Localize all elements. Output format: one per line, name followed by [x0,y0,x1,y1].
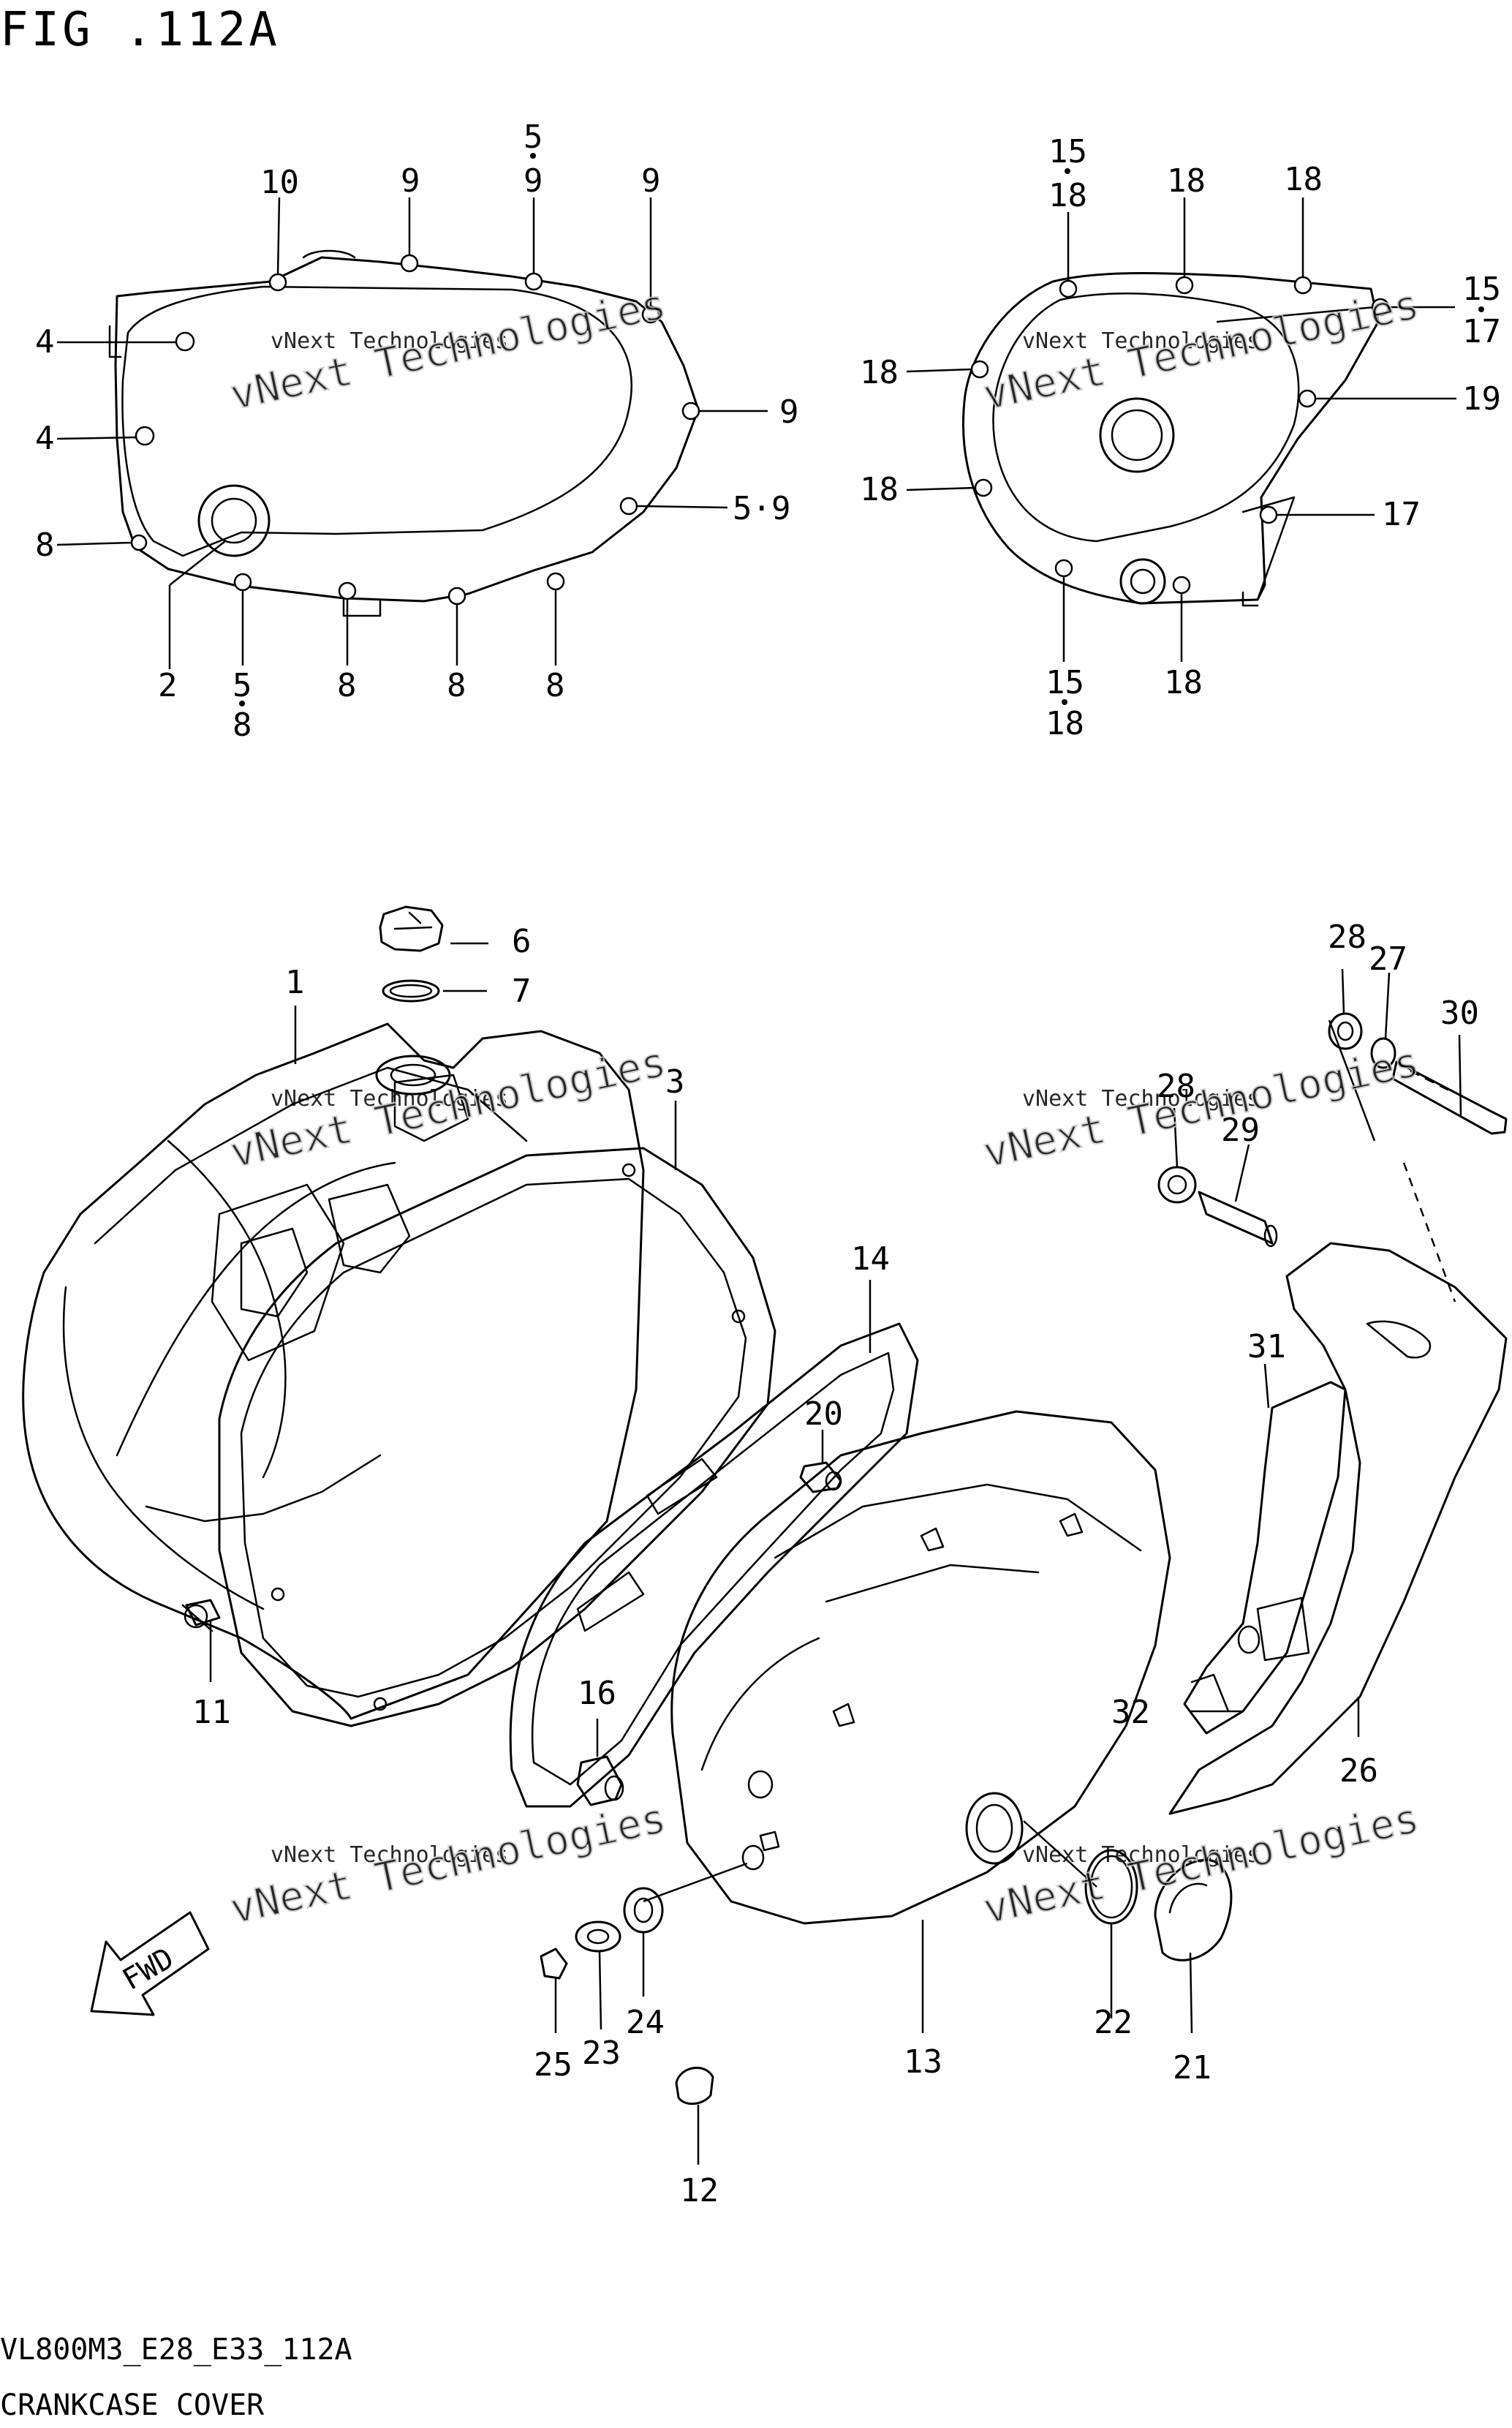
clutch-cover-13 [670,1410,1171,1925]
figure-code: VL800M3_E28_E33_112A [0,2333,352,2367]
oil-filler-cap [379,905,444,1003]
dowel-pins [185,1461,842,1806]
callout-label: 4 [35,323,55,361]
callout-label: 11 [192,1694,231,1731]
callout-label: 28 [1328,919,1367,956]
callout-label: 18 [1046,705,1084,742]
callout-label: 32 [1111,1694,1150,1731]
callout-label: 14 [851,1240,890,1278]
fwd-arrow-icon: FWD [90,1911,210,2016]
top-right-callouts: 15 18 18 18 15 17 18 19 18 17 15 18 18 [860,133,1501,742]
small-fasteners [540,1887,714,2105]
watermark-text: vNext Technologies [271,1086,508,1112]
callout-label: 17 [1382,496,1421,533]
callout-label: 9 [779,393,799,431]
watermark-text: vNext Technologies [271,1842,508,1868]
callout-label: 9 [641,162,661,200]
top-left-cover-drawing [108,249,700,617]
figure-title: FIG .112A [0,3,280,57]
callout-label: 1 [285,964,305,1001]
callout-label: 18 [860,471,899,508]
gasket-3 [218,1147,776,1727]
callout-label: 8 [35,527,55,564]
watermark-text: vNext Technologies [1022,1086,1260,1112]
callout-label: 7 [512,973,532,1010]
callout-label: 4 [35,420,55,457]
callout-label: 29 [1221,1112,1260,1149]
callout-label: 23 [582,2035,621,2072]
callout-label: 6 [512,923,532,960]
gasket-14 [509,1322,919,1808]
callout-label: 9 [523,162,543,200]
callout-label: 8 [447,667,466,704]
callout-label: 16 [578,1675,616,1712]
callout-label: 31 [1247,1328,1286,1365]
callout-label: 10 [260,164,299,201]
callout-label: 20 [804,1395,843,1433]
callout-label: 30 [1440,995,1479,1032]
callout-label: 5 [523,118,543,156]
callout-label: 19 [1462,380,1501,418]
callout-label: 3 [665,1063,685,1101]
top-left-leaders [56,197,768,669]
fwd-label: FWD [117,1942,180,1997]
callout-label: 18 [1048,177,1087,214]
callout-label: 18 [1164,664,1203,701]
figure-caption: CRANKCASE COVER [0,2389,265,2422]
callout-label: 17 [1462,313,1501,350]
bolt-spacer-hardware [1157,1012,1508,1302]
callout-label: 8 [545,667,565,704]
watermark-text: vNext Technologies [1022,1842,1260,1868]
callout-label: 26 [1339,1752,1378,1790]
callout-label: 18 [860,354,899,391]
callout-label: 22 [1094,2004,1133,2041]
watermarks: vNext Technologies vNext Technologies vN… [225,280,1424,1934]
callout-label: 18 [1284,161,1323,198]
top-left-callouts: 4 4 8 10 9 5 9 9 9 5·9 2 5 8 8 8 8 [35,118,799,744]
guard-26-31 [1168,1242,1508,1815]
callout-label: 28 [1157,1068,1195,1105]
callout-label: 8 [233,706,252,744]
callout-label: 18 [1167,162,1206,200]
callout-label: 5·9 [733,490,790,527]
callout-label: 2 [158,667,178,704]
callout-label: 21 [1173,2049,1212,2086]
top-right-leaders [906,197,1456,662]
callout-label: 5 [233,667,252,704]
main-callouts: 1 6 7 3 14 20 11 16 28 27 30 28 29 31 32… [192,919,1479,2209]
callout-label: 15 [1462,271,1501,308]
callout-label: 24 [626,2004,665,2041]
callout-label: 9 [401,162,420,200]
callout-label: 12 [680,2172,719,2209]
callout-label: 25 [534,2046,572,2084]
main-leaders [209,942,1462,2165]
callout-label: 8 [337,667,357,704]
watermark-text: vNext Technologies [1022,328,1260,354]
callout-label: 27 [1369,940,1407,978]
callout-label: 13 [904,2043,942,2081]
callout-label: 15 [1048,133,1087,170]
watermark-text: vNext Technologies [271,328,508,354]
top-right-cover-drawing [962,272,1390,607]
callout-label: 15 [1046,664,1084,701]
